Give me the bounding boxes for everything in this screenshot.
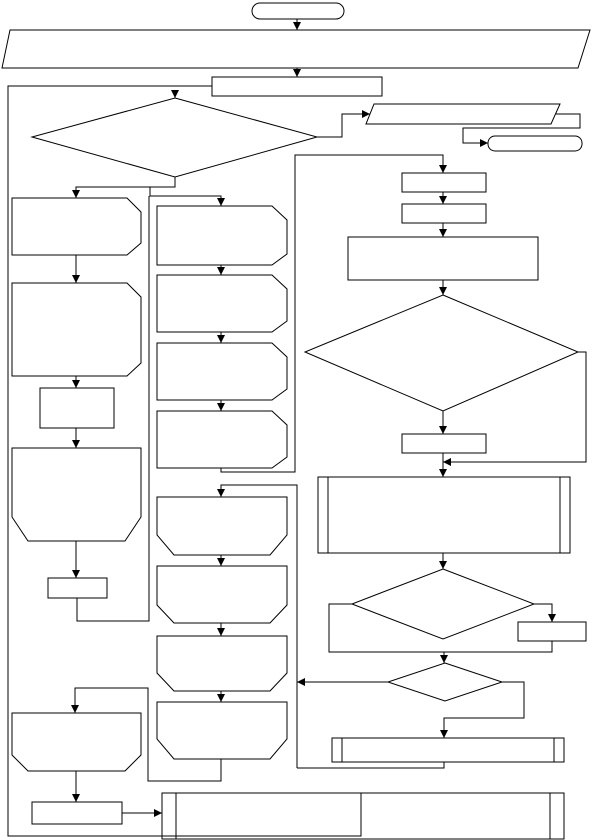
bottom-left-box bbox=[31, 801, 123, 825]
right-decision-2 bbox=[350, 568, 536, 640]
output-parallelogram bbox=[365, 103, 561, 125]
mid-octagon-7 bbox=[156, 635, 288, 692]
left-octagon-2 bbox=[11, 282, 142, 377]
mid-octagon-6 bbox=[156, 565, 288, 624]
init-process-box bbox=[211, 76, 383, 97]
connector-lines bbox=[7, 19, 587, 837]
right-box-1 bbox=[401, 172, 487, 193]
left-octagon-3 bbox=[11, 447, 142, 542]
start-terminator bbox=[251, 2, 345, 20]
mid-octagon-4 bbox=[156, 410, 288, 469]
main-decision-diamond bbox=[30, 97, 319, 178]
left-octagon-1 bbox=[11, 197, 142, 256]
mid-octagon-5 bbox=[156, 496, 288, 556]
mid-octagon-8 bbox=[156, 701, 288, 760]
bottom-subroutine bbox=[161, 792, 565, 840]
left-small-box bbox=[39, 387, 115, 429]
input-parallelogram bbox=[1, 29, 591, 69]
right-box-4 bbox=[401, 433, 487, 454]
right-decision-1 bbox=[303, 294, 580, 412]
right-decision-3 bbox=[386, 662, 504, 702]
right-side-box bbox=[517, 621, 587, 642]
right-subroutine-2 bbox=[331, 737, 565, 763]
mid-octagon-2 bbox=[156, 274, 288, 333]
right-box-2 bbox=[401, 203, 487, 224]
mid-octagon-1 bbox=[156, 205, 288, 266]
left-end-box bbox=[47, 577, 108, 599]
arrowheads bbox=[71, 22, 556, 817]
right-box-3 bbox=[347, 236, 539, 281]
end-terminator bbox=[487, 135, 583, 152]
left-octagon-bottom bbox=[11, 712, 142, 772]
right-subroutine-1 bbox=[317, 476, 571, 554]
mid-octagon-3 bbox=[156, 342, 288, 401]
